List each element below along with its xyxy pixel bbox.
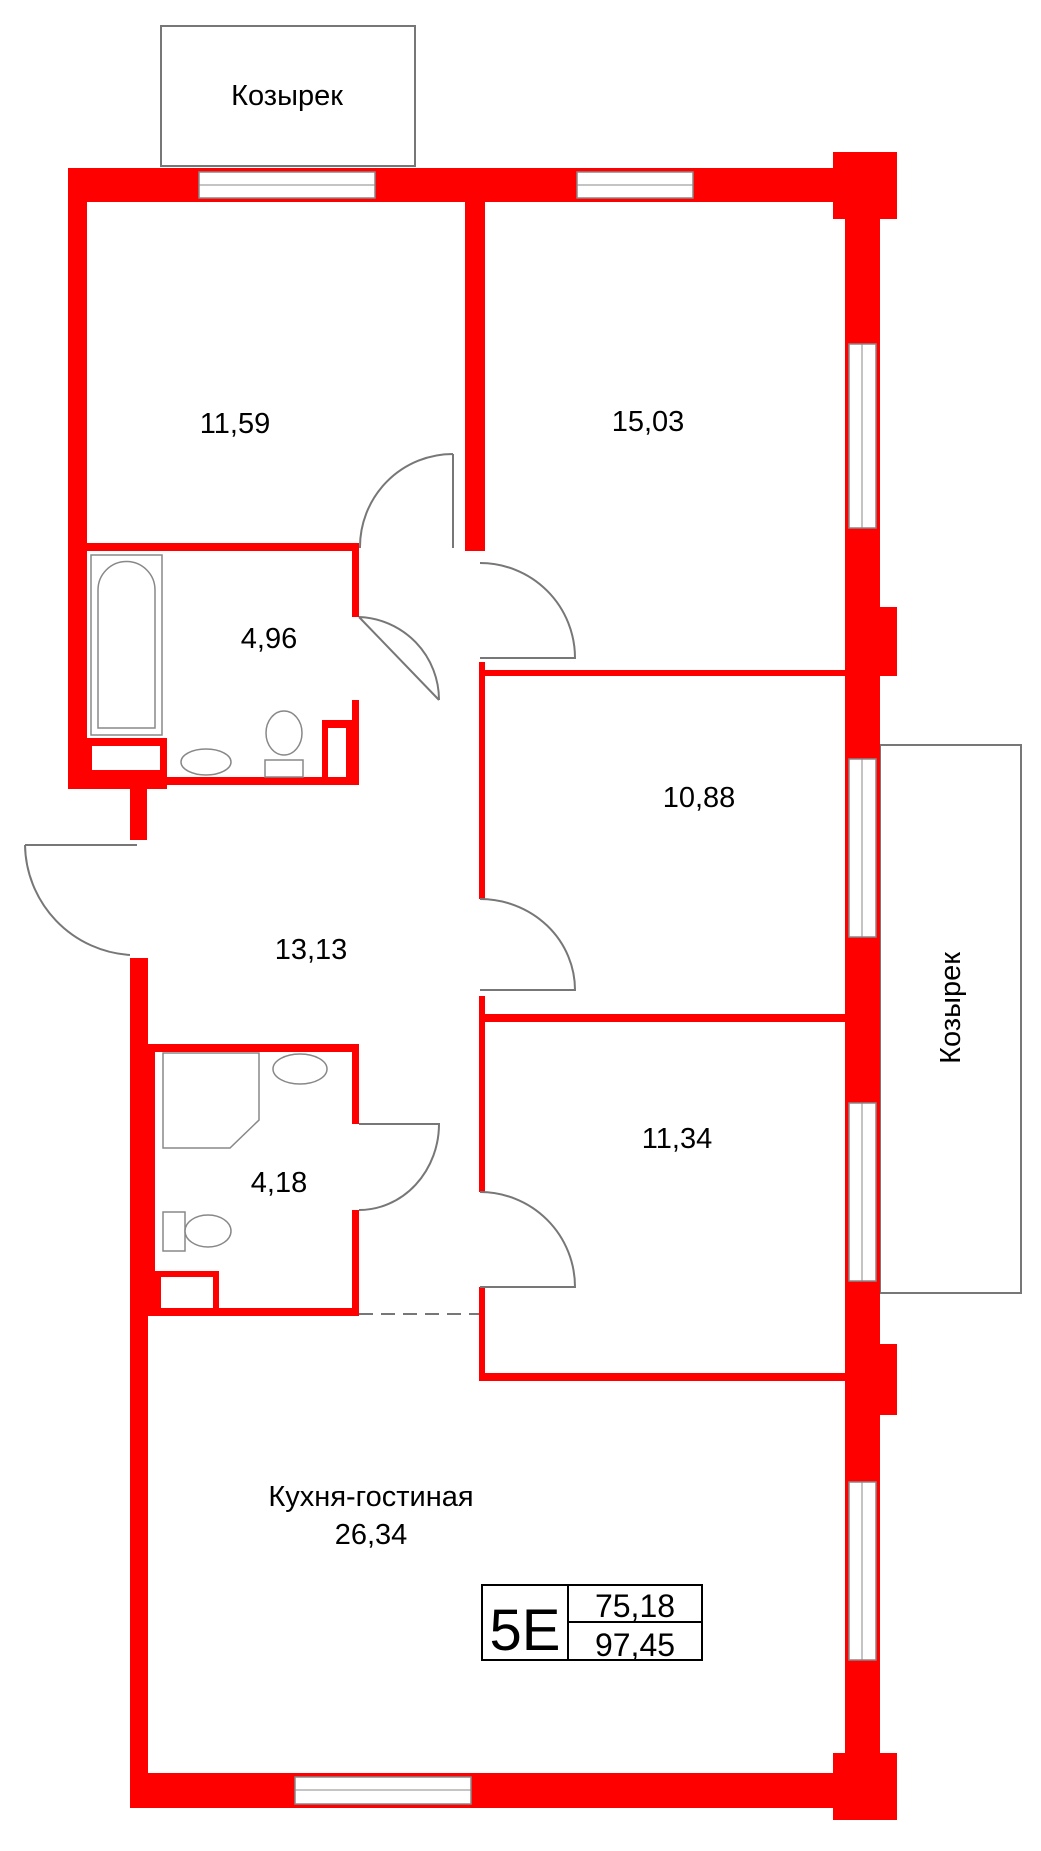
total-area: 97,45 xyxy=(595,1627,675,1663)
apartment-info-box: 5E 75,18 97,45 xyxy=(481,1584,703,1663)
bathroom-2-door[interactable] xyxy=(358,1123,441,1211)
kitchen-living-name: Кухня-гостиная xyxy=(268,1481,473,1513)
top-canopy-label: Козырек xyxy=(231,80,343,112)
hallway-area: 13,13 xyxy=(275,934,348,966)
room-labels: 11,59 15,03 4,96 10,88 13,13 11,34 4,18 … xyxy=(200,406,736,1551)
top-canopy xyxy=(160,25,416,167)
bedroom-2-area: 15,03 xyxy=(612,406,685,438)
bedroom-1-door[interactable] xyxy=(358,453,454,549)
shower-icon xyxy=(162,1052,260,1149)
right-canopy-label: Козырек xyxy=(935,952,967,1064)
fixtures xyxy=(90,554,328,1252)
bedroom-2-door[interactable] xyxy=(479,562,577,659)
kitchen-living-area: 26,34 xyxy=(335,1519,408,1551)
bedroom-4-door[interactable] xyxy=(479,1191,577,1288)
bedroom-3-door[interactable] xyxy=(479,898,577,991)
sink-icon xyxy=(272,1053,328,1085)
living-area: 75,18 xyxy=(595,1588,675,1624)
apartment-type: 5E xyxy=(490,1598,561,1663)
bathroom-2-area: 4,18 xyxy=(251,1167,307,1199)
sink-icon xyxy=(180,748,232,776)
doors[interactable] xyxy=(24,453,577,1288)
toilet-icon xyxy=(265,710,303,756)
bedroom-3-area: 10,88 xyxy=(663,782,736,814)
bedroom-1-area: 11,59 xyxy=(200,408,270,440)
bedroom-4-area: 11,34 xyxy=(642,1123,712,1155)
entrance-door[interactable] xyxy=(24,844,137,956)
bathroom-1-area: 4,96 xyxy=(241,623,297,655)
interior-walls xyxy=(87,202,845,1381)
windows xyxy=(198,171,877,1805)
bathroom-1-door[interactable] xyxy=(358,616,440,701)
toilet-icon xyxy=(162,1211,186,1252)
